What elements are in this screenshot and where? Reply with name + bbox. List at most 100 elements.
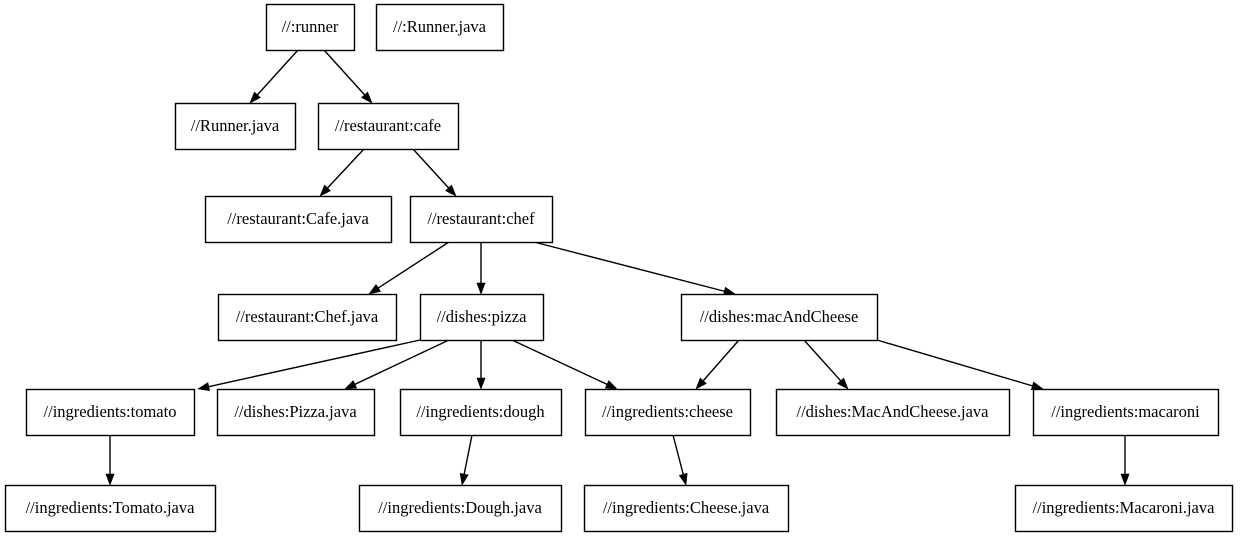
node-box[interactable] xyxy=(4,484,217,533)
node-label: //restaurant:cafe xyxy=(335,116,441,135)
edge-line xyxy=(803,339,842,382)
graph-node-cafe[interactable]: //restaurant:cafe xyxy=(317,102,460,151)
node-label: //restaurant:chef xyxy=(427,209,535,228)
node-box[interactable] xyxy=(775,388,1011,437)
graph-edge xyxy=(476,340,486,390)
graph-node-cheese[interactable]: //ingredients:cheese xyxy=(584,388,752,437)
node-layer: //:runner //:Runner.java //Runner.java //re… xyxy=(4,3,1234,533)
graph-node-macandcheese[interactable]: //dishes:macAndCheese xyxy=(680,293,879,342)
graph-edge xyxy=(344,339,450,390)
graph-node-runner_java_root[interactable]: //:Runner.java xyxy=(375,3,505,52)
arrowhead-icon xyxy=(1120,473,1130,486)
arrowhead-icon xyxy=(249,91,261,104)
graph-node-runner[interactable]: //:runner xyxy=(265,3,356,52)
node-box[interactable] xyxy=(174,102,297,151)
node-label: //ingredients:Cheese.java xyxy=(603,498,770,517)
graph-node-tomato_java[interactable]: //ingredients:Tomato.java xyxy=(4,484,217,533)
graph-edge xyxy=(672,434,688,486)
node-box[interactable] xyxy=(399,388,563,437)
graph-edge xyxy=(319,148,365,197)
node-box[interactable] xyxy=(583,484,790,533)
graph-node-cafe_java[interactable]: //restaurant:Cafe.java xyxy=(204,195,393,244)
node-label: //restaurant:Cafe.java xyxy=(227,209,369,228)
graph-edge xyxy=(368,241,450,295)
graph-node-dough[interactable]: //ingredients:dough xyxy=(399,388,563,437)
graph-edge xyxy=(803,339,849,390)
arrowhead-icon xyxy=(695,377,707,390)
node-box[interactable] xyxy=(1032,388,1220,437)
arrowhead-icon xyxy=(1030,381,1044,391)
edge-line xyxy=(702,339,740,382)
graph-edge xyxy=(511,339,618,390)
arrowhead-icon xyxy=(604,380,618,390)
edge-line xyxy=(876,339,1033,387)
graph-edge xyxy=(412,148,457,197)
arrowhead-icon xyxy=(197,382,211,391)
arrowhead-icon xyxy=(361,91,373,104)
node-label: //ingredients:dough xyxy=(416,402,545,421)
graph-edge xyxy=(476,242,486,295)
edge-line xyxy=(208,339,421,388)
edge-line xyxy=(377,241,450,289)
node-label: //:runner xyxy=(282,17,339,36)
edge-line xyxy=(672,434,684,475)
node-label: //restaurant:Chef.java xyxy=(236,307,379,326)
node-label: //ingredients:Dough.java xyxy=(378,498,542,517)
graph-edge xyxy=(533,241,736,296)
graph-edge xyxy=(197,339,421,391)
node-label: //Runner.java xyxy=(191,116,280,135)
node-box[interactable] xyxy=(216,388,376,437)
arrowhead-icon xyxy=(837,377,849,390)
graph-node-pizza[interactable]: //dishes:pizza xyxy=(419,293,545,342)
arrowhead-icon xyxy=(476,377,486,390)
edge-layer xyxy=(105,49,1130,486)
edge-line xyxy=(533,241,725,292)
graph-node-macandcheese_java[interactable]: //dishes:MacAndCheese.java xyxy=(775,388,1011,437)
graph-node-chef_java[interactable]: //restaurant:Chef.java xyxy=(217,293,398,342)
edge-line xyxy=(354,339,450,385)
edge-line xyxy=(323,49,366,96)
graph-node-cheese_java[interactable]: //ingredients:Cheese.java xyxy=(583,484,790,533)
edge-line xyxy=(511,339,608,385)
graph-node-macaroni[interactable]: //ingredients:macaroni xyxy=(1032,388,1220,437)
node-box[interactable] xyxy=(25,388,196,437)
graph-edge xyxy=(105,435,115,486)
graph-edge xyxy=(459,434,473,486)
arrowhead-icon xyxy=(368,284,381,295)
graph-node-chef[interactable]: //restaurant:chef xyxy=(409,195,554,244)
graph-edge xyxy=(876,339,1044,391)
node-box[interactable] xyxy=(217,293,398,342)
node-box[interactable] xyxy=(317,102,460,151)
node-label: //:Runner.java xyxy=(393,17,487,36)
graph-node-dough_java[interactable]: //ingredients:Dough.java xyxy=(358,484,563,533)
arrowhead-icon xyxy=(678,472,688,486)
node-box[interactable] xyxy=(375,3,505,52)
arrowhead-icon xyxy=(105,473,115,486)
graph-edge xyxy=(695,339,740,390)
node-box[interactable] xyxy=(409,195,554,244)
graph-edge xyxy=(1120,435,1130,486)
node-box[interactable] xyxy=(358,484,563,533)
node-box[interactable] xyxy=(265,3,356,52)
edge-line xyxy=(327,148,365,189)
node-box[interactable] xyxy=(680,293,879,342)
node-label: //ingredients:tomato xyxy=(44,402,177,421)
node-box[interactable] xyxy=(1014,484,1234,533)
graph-edge xyxy=(323,49,373,104)
arrowhead-icon xyxy=(344,380,358,390)
node-box[interactable] xyxy=(584,388,752,437)
graph-node-runner_java[interactable]: //Runner.java xyxy=(174,102,297,151)
graph-node-pizza_java[interactable]: //dishes:Pizza.java xyxy=(216,388,376,437)
node-box[interactable] xyxy=(419,293,545,342)
graph-node-macaroni_java[interactable]: //ingredients:Macaroni.java xyxy=(1014,484,1234,533)
node-label: //ingredients:macaroni xyxy=(1051,402,1200,421)
node-box[interactable] xyxy=(204,195,393,244)
graph-edge xyxy=(249,49,299,104)
arrowhead-icon xyxy=(319,184,332,197)
graph-node-tomato[interactable]: //ingredients:tomato xyxy=(25,388,196,437)
node-label: //dishes:macAndCheese xyxy=(700,307,859,326)
edge-line xyxy=(463,434,473,475)
edge-line xyxy=(412,148,450,189)
